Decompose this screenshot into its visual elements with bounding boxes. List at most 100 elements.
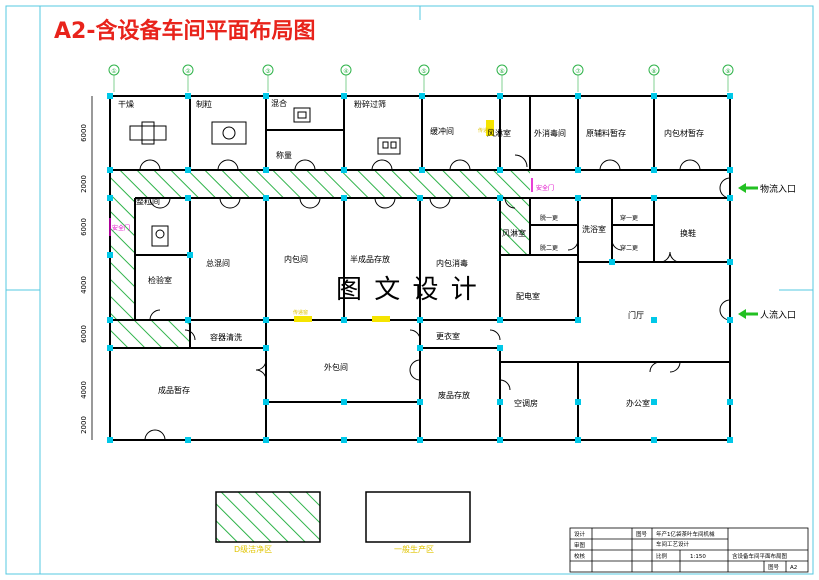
column [575, 317, 581, 323]
svg-text:1:150: 1:150 [690, 554, 706, 560]
column [497, 399, 503, 405]
column [497, 167, 503, 173]
column [727, 195, 733, 201]
axis-label: ② [185, 68, 191, 75]
dimension-value: 4000 [80, 381, 88, 399]
room-fenglin-mid: 风淋室 [502, 228, 526, 238]
legend-general-swatch [365, 491, 471, 543]
column [727, 437, 733, 443]
svg-text:含设备车间平面布局图: 含设备车间平面布局图 [732, 552, 788, 560]
room-hunhe: 混合 [271, 98, 287, 108]
room-chengpin: 成品暂存 [158, 385, 190, 395]
room-yigeng1: 穿一更 [620, 214, 638, 222]
dimension-value: 6000 [80, 218, 88, 236]
room-huanxie: 换鞋 [680, 228, 696, 238]
room-fensui: 粉碎过筛 [354, 99, 386, 109]
room-fenglin-top: 风淋室 [487, 128, 511, 138]
door-swings [139, 154, 731, 441]
column [263, 195, 269, 201]
svg-text:图号: 图号 [768, 563, 780, 571]
legend [215, 491, 471, 543]
column [575, 167, 581, 173]
column [419, 93, 425, 99]
column [575, 437, 581, 443]
column [107, 195, 113, 201]
axis-label: ④ [343, 68, 348, 75]
personnel-entrance-label: 人流入口 [760, 309, 796, 321]
room-bangong: 办公室 [626, 398, 650, 408]
column [341, 437, 347, 443]
axis-label: ⑨ [725, 68, 730, 75]
column [185, 317, 191, 323]
svg-text:图号: 图号 [636, 530, 648, 538]
room-waixiao: 外消毒间 [534, 128, 566, 138]
column [417, 437, 423, 443]
column [727, 259, 733, 265]
column [609, 259, 615, 265]
column [417, 345, 423, 351]
column [417, 399, 423, 405]
column [263, 399, 269, 405]
entrances [738, 183, 758, 319]
column [107, 93, 113, 99]
room-menting: 门厅 [628, 310, 644, 320]
svg-text:年产1亿袋茶叶车间机械: 年产1亿袋茶叶车间机械 [656, 530, 715, 538]
dimension-value: 6000 [80, 124, 88, 142]
transfer-windows [294, 120, 494, 322]
column [341, 317, 347, 323]
axis-label: ⑤ [421, 68, 426, 75]
column [107, 345, 113, 351]
room-lingxing: 整粒间 [136, 196, 160, 206]
column [651, 167, 657, 173]
column [341, 399, 347, 405]
room-yigeng2: 穿二更 [620, 244, 638, 252]
room-ganzao: 干燥 [118, 100, 134, 109]
title-block-text: 设计 审图 校核 图号 年产1亿袋茶叶车间机械 车间工艺设计 比例 1:150 … [574, 530, 797, 571]
column [107, 252, 113, 258]
column [341, 93, 347, 99]
room-waibao: 外包间 [324, 362, 348, 372]
transfer-window-label-2: 传递窗 [293, 309, 308, 316]
column [107, 437, 113, 443]
column [651, 317, 657, 323]
safety-door-label-left: 安全门 [112, 224, 130, 232]
watermark: 图 文 设 计 [336, 275, 479, 305]
column [651, 93, 657, 99]
column [727, 93, 733, 99]
column [185, 93, 191, 99]
axis-label: ⑧ [651, 68, 656, 75]
dimension-value: 2000 [80, 416, 88, 434]
column [417, 195, 423, 201]
axis-label: ⑦ [575, 68, 581, 75]
structural-columns [107, 93, 733, 443]
column [107, 167, 113, 173]
room-jieyan: 检验室 [148, 275, 172, 285]
svg-text:A2: A2 [790, 565, 797, 571]
drawing-title: A2-含设备车间平面布局图 [54, 18, 315, 44]
room-kongtiao: 空调房 [514, 398, 538, 408]
room-rongqi: 容器清洗 [210, 332, 242, 342]
clean-zone-hatch [110, 170, 530, 348]
column [727, 317, 733, 323]
material-entrance-label: 物流入口 [760, 183, 796, 195]
room-neibaoxiao: 内包消毒 [436, 258, 468, 268]
axis-label: ⑥ [499, 68, 504, 75]
legend-clean-swatch [215, 491, 321, 543]
column [497, 93, 503, 99]
column [497, 195, 503, 201]
column [263, 317, 269, 323]
transfer-window-label-1: 传递窗 [478, 127, 493, 134]
column [419, 167, 425, 173]
column [263, 437, 269, 443]
room-jieyi1: 脱一更 [540, 214, 558, 222]
column [341, 167, 347, 173]
column [651, 195, 657, 201]
dimension-value: 6000 [80, 325, 88, 343]
column [185, 195, 191, 201]
column [263, 345, 269, 351]
room-banchengpin: 半成品存放 [350, 254, 390, 264]
room-zonghun: 总混间 [206, 258, 230, 268]
